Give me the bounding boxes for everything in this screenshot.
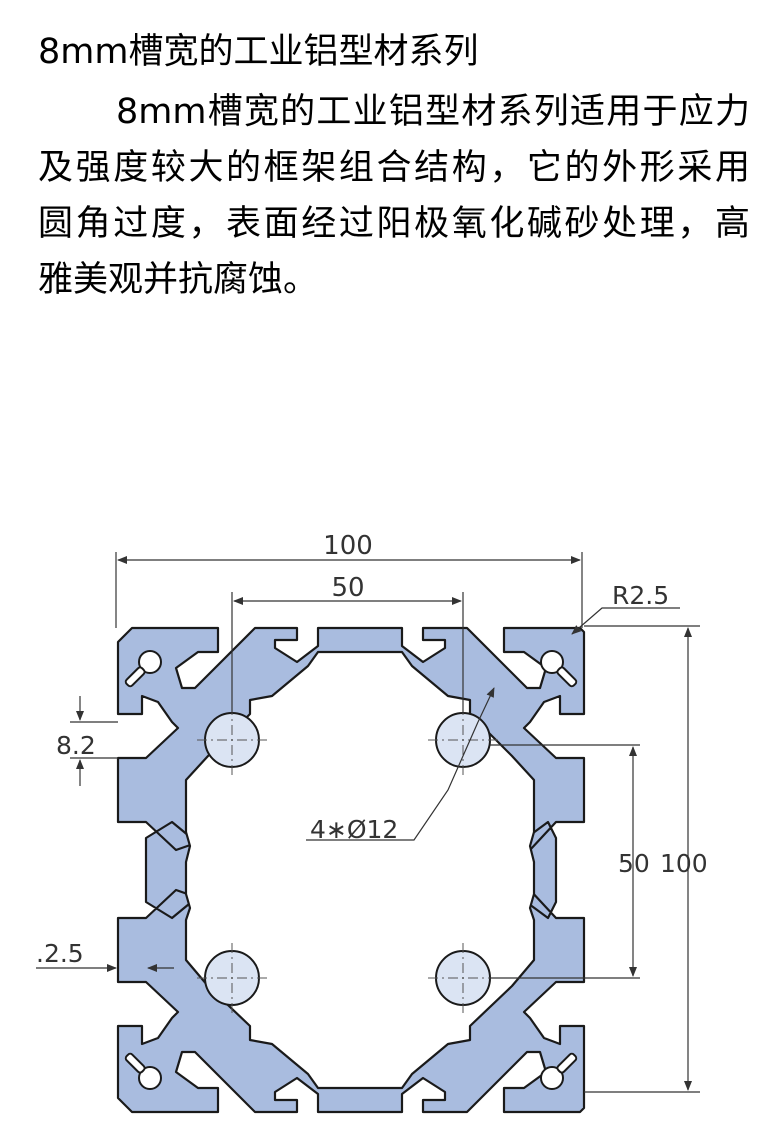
profile-drawing: 100 50 R2.5 8.2 4∗Ø12 50 100 .2.5 bbox=[36, 531, 708, 1114]
dim-height-overall: 100 bbox=[660, 849, 708, 878]
description-line-2: 及强度较大的框架组合结构，它的外形采用 bbox=[38, 148, 750, 188]
dim-wall: .2.5 bbox=[36, 939, 84, 968]
description-line-1: 8mm槽宽的工业铝型材系列适用于应力 bbox=[116, 92, 750, 132]
dim-width-center: 50 bbox=[331, 573, 364, 603]
dim-height-center: 50 bbox=[618, 849, 650, 878]
dim-width-overall: 100 bbox=[323, 531, 373, 561]
dim-corner-radius: R2.5 bbox=[612, 581, 669, 610]
center-lines bbox=[197, 705, 498, 1013]
description-paragraph: 8mm槽宽的工业铝型材系列适用于应力 及强度较大的框架组合结构，它的外形采用 圆… bbox=[38, 84, 750, 308]
aluminium-profile bbox=[116, 626, 586, 1114]
description-line-3: 圆角过度，表面经过阳极氧化碱砂处理，高 bbox=[38, 204, 750, 244]
description-line-4: 雅美观并抗腐蚀。 bbox=[38, 260, 319, 300]
dimension-labels: 100 50 R2.5 8.2 4∗Ø12 50 100 .2.5 bbox=[36, 531, 708, 968]
dim-slot-width: 8.2 bbox=[56, 731, 96, 760]
corner-keyholes bbox=[124, 650, 578, 1090]
page-title: 8mm槽宽的工业铝型材系列 bbox=[38, 32, 479, 72]
dim-holes: 4∗Ø12 bbox=[310, 815, 398, 844]
dimension-lines bbox=[36, 552, 700, 1093]
